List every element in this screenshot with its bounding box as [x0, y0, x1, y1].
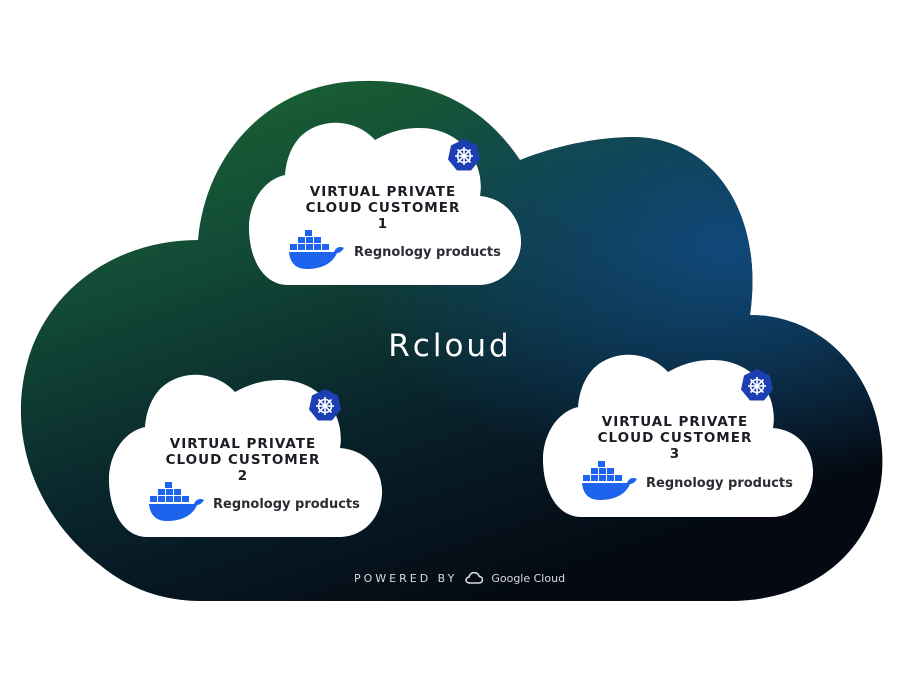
vpc-3-product-label: Regnology products — [646, 476, 793, 491]
vpc-3-label: VIRTUAL PRIVATE CLOUD CUSTOMER 3 — [590, 414, 760, 462]
kubernetes-icon — [308, 388, 342, 426]
kubernetes-icon — [740, 368, 774, 406]
vpc-1-line2: CLOUD CUSTOMER 1 — [305, 200, 461, 232]
vpc-1-label: VIRTUAL PRIVATE CLOUD CUSTOMER 1 — [298, 184, 468, 232]
vpc-3-line1: VIRTUAL PRIVATE — [601, 414, 749, 430]
vpc-2-label: VIRTUAL PRIVATE CLOUD CUSTOMER 2 — [158, 436, 328, 484]
google-cloud-label: Google Cloud — [491, 571, 566, 585]
page-title: Rcloud — [388, 328, 512, 364]
vpc-2-product-label: Regnology products — [213, 497, 360, 512]
vpc-2-line2: CLOUD CUSTOMER 2 — [165, 452, 321, 484]
docker-icon — [289, 230, 345, 274]
powered-by-label: POWERED BY — [354, 571, 458, 585]
vpc-2-line1: VIRTUAL PRIVATE — [169, 436, 317, 452]
docker-icon — [149, 482, 205, 526]
kubernetes-icon — [447, 138, 481, 176]
vpc-1-line1: VIRTUAL PRIVATE — [309, 184, 457, 200]
docker-icon — [582, 461, 638, 505]
vpc-3-line2: CLOUD CUSTOMER 3 — [597, 430, 753, 462]
google-cloud-icon — [465, 569, 484, 588]
vpc-1-product-label: Regnology products — [354, 245, 501, 260]
powered-by: POWERED BY Google Cloud — [354, 568, 565, 588]
